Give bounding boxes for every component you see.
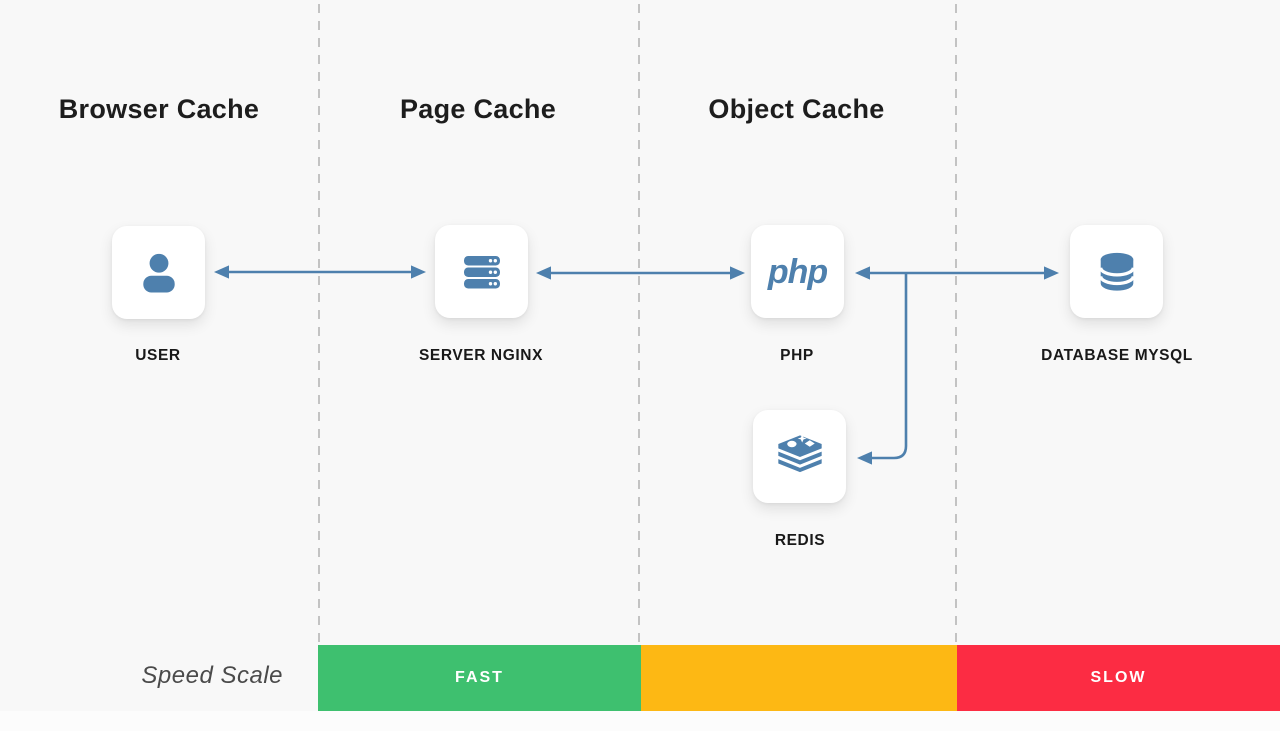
section-title-page-cache: Page Cache — [399, 94, 557, 124]
speed-segment-fast: FAST — [318, 645, 641, 711]
user-icon — [142, 253, 175, 292]
speed-scale-label: Speed Scale — [141, 662, 283, 689]
node-database-mysql — [1070, 225, 1163, 318]
bottom-strip — [0, 711, 1280, 731]
node-user — [112, 226, 205, 319]
node-label-server-nginx: SERVER NGINX — [418, 347, 544, 364]
redis-icon — [777, 433, 822, 472]
arrow-server-php — [536, 266, 745, 280]
section-divider — [638, 4, 640, 646]
speed-segment-slow: SLOW — [957, 645, 1280, 711]
arrow-user-server — [214, 265, 426, 279]
database-icon — [1098, 252, 1135, 291]
server-icon — [463, 255, 500, 288]
arrow-php-database — [855, 266, 1059, 280]
node-label-php: PHP — [780, 347, 814, 364]
section-title-browser-cache: Browser Cache — [58, 94, 260, 124]
speed-segment-medium — [641, 645, 957, 711]
section-title-object-cache: Object Cache — [708, 94, 885, 124]
section-divider — [318, 4, 320, 646]
node-label-user: USER — [135, 347, 181, 364]
arrow-to-redis — [857, 273, 908, 465]
node-label-redis: REDIS — [774, 532, 826, 549]
php-logo-icon: php — [767, 252, 828, 291]
section-divider — [955, 4, 957, 646]
node-redis — [753, 410, 846, 503]
node-php: php — [751, 225, 844, 318]
node-server-nginx — [435, 225, 528, 318]
node-label-database-mysql: DATABASE MYSQL — [1041, 347, 1193, 364]
